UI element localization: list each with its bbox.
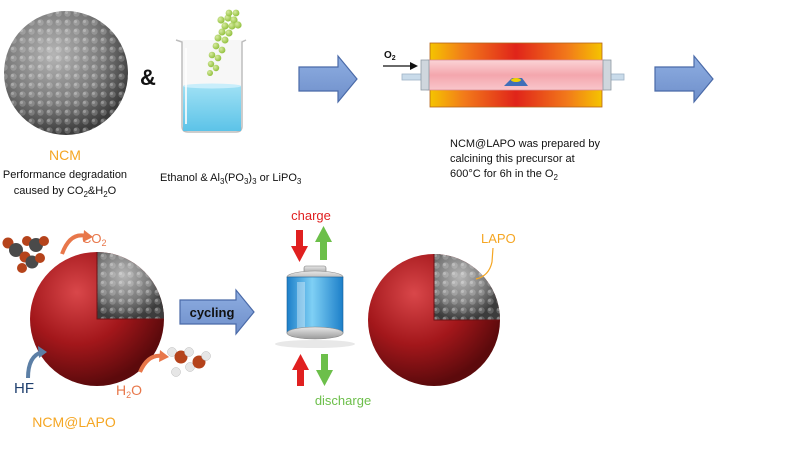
lapo-pointer-line bbox=[475, 247, 494, 280]
o2-inlet-arrow bbox=[383, 62, 418, 70]
furnace-caption-line3: 600°C for 6h in the O2 bbox=[450, 168, 558, 182]
ncm-caption-line1: Performance degradation bbox=[3, 169, 127, 181]
process-arrow-1 bbox=[298, 54, 358, 104]
cycling-label: cycling bbox=[190, 305, 235, 320]
co2-arrowhead bbox=[83, 230, 93, 242]
discharge-down-arrow bbox=[316, 354, 333, 386]
battery-icon bbox=[275, 265, 355, 348]
charge-label: charge bbox=[291, 208, 331, 223]
charge-up-arrow bbox=[315, 226, 332, 260]
beaker-caption: Ethanol & Al3(PO3)3 or LiPO3 bbox=[160, 172, 302, 186]
h2o-label: H2O bbox=[116, 382, 142, 400]
discharge-label: discharge bbox=[315, 393, 371, 408]
beaker-icon bbox=[175, 39, 247, 133]
o2-gas-label: O2 bbox=[384, 50, 396, 62]
ncm-caption-line2: caused by CO2&H2O bbox=[14, 185, 117, 199]
ncm-label: NCM bbox=[49, 147, 81, 163]
ncm-lapo-sphere bbox=[30, 252, 164, 386]
ncm-lapo-label: NCM@LAPO bbox=[32, 414, 116, 430]
discharge-up-arrow bbox=[292, 354, 309, 386]
hf-label: HF bbox=[14, 380, 34, 397]
process-arrow-2 bbox=[654, 54, 714, 104]
hf-arrowhead bbox=[38, 346, 47, 358]
tube-furnace-icon bbox=[401, 42, 625, 108]
furnace-caption-line2: calcining this precursor at bbox=[450, 153, 575, 165]
ampersand-symbol: & bbox=[140, 65, 156, 90]
charge-down-arrow bbox=[291, 230, 308, 262]
precursor-beads-icon bbox=[207, 9, 242, 76]
lapo-label: LAPO bbox=[481, 231, 516, 246]
co2-molecules-icon bbox=[2, 236, 49, 273]
co2-label: CO2 bbox=[82, 231, 107, 248]
furnace-caption-line1: NCM@LAPO was prepared by bbox=[450, 138, 600, 150]
h2o-molecules-icon bbox=[167, 347, 211, 377]
ncm-particle-sphere bbox=[4, 11, 128, 135]
h2o-arrowhead bbox=[159, 350, 169, 362]
co2-curved-arrow bbox=[60, 233, 87, 255]
cycled-ncm-lapo-sphere bbox=[368, 254, 500, 386]
cycling-arrow bbox=[179, 288, 255, 336]
